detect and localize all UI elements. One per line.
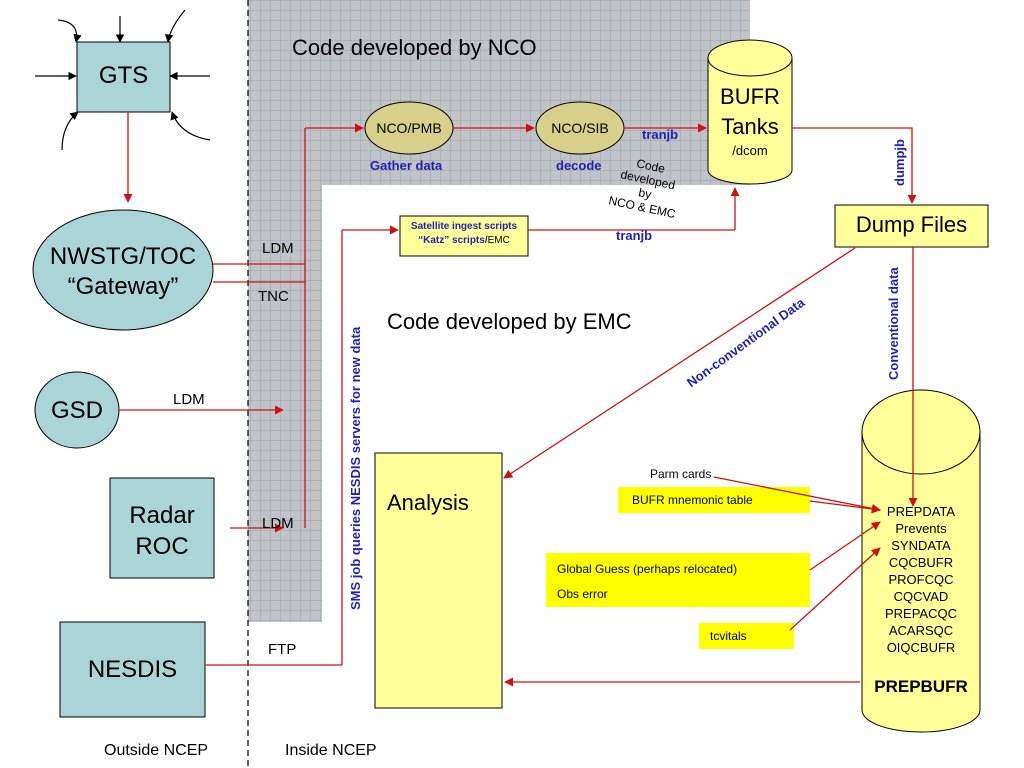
prepbufr-item: PREPACQC bbox=[885, 606, 957, 621]
satellite-katz-text: “Katz” scripts/ bbox=[418, 235, 488, 246]
prepbufr-list: PREPDATA Prevents SYNDATA CQCBUFR PROFCQ… bbox=[862, 503, 980, 656]
parm-cards-label: Parm cards bbox=[650, 467, 712, 481]
dump-files-label: Dump Files bbox=[855, 212, 968, 237]
bufr-mnemonic-label: BUFR mnemonic table bbox=[632, 493, 753, 507]
bufr-tanks-cylinder bbox=[707, 39, 793, 185]
global-guess-box bbox=[546, 553, 810, 607]
nesdis-label: NESDIS bbox=[87, 656, 178, 683]
nco-section-title: Code developed by NCO bbox=[292, 35, 537, 60]
bufr-label-line3: /dcom bbox=[732, 143, 768, 158]
gts-input-arrows bbox=[35, 9, 211, 151]
inside-ncep-label: Inside NCEP bbox=[285, 742, 377, 759]
analysis-label: Analysis bbox=[387, 490, 469, 515]
prepbufr-item: PROFCQC bbox=[888, 572, 954, 587]
gather-data-label: Gather data bbox=[370, 158, 443, 173]
analysis-box bbox=[374, 452, 503, 709]
dump-files-box bbox=[834, 204, 989, 248]
bufr-label-line2: Tanks bbox=[721, 114, 779, 139]
decode-label: decode bbox=[556, 158, 602, 173]
radar-label-line1: Radar bbox=[129, 502, 195, 529]
prepbufr-item: SYNDATA bbox=[891, 538, 951, 553]
outside-ncep-label: Outside NCEP bbox=[104, 742, 209, 759]
satellite-emc-text: EMC bbox=[487, 235, 510, 246]
ldm-gsd-label: LDM bbox=[173, 391, 205, 408]
radar-box bbox=[109, 477, 215, 579]
prepbufr-item: CQCBUFR bbox=[888, 555, 954, 570]
ftp-label: FTP bbox=[268, 641, 297, 658]
dumpjb-label: dumpjb bbox=[892, 139, 907, 186]
satellite-label-line2: “Katz” scripts/EMC bbox=[400, 235, 528, 246]
prepbufr-item: ACARSQC bbox=[888, 623, 954, 638]
emc-section-title: Code developed by EMC bbox=[387, 309, 632, 334]
bufr-mnemonic-box bbox=[618, 487, 810, 513]
tnc-label: TNC bbox=[258, 288, 289, 305]
prepbufr-item: Prevents bbox=[895, 521, 947, 536]
nwstg-label-line1: NWSTG/TOC bbox=[49, 243, 197, 270]
gts-label: GTS bbox=[98, 62, 149, 89]
radar-label-line2: ROC bbox=[135, 533, 189, 560]
nwstg-ellipse bbox=[32, 209, 214, 331]
prepbufr-title: PREPBUFR bbox=[874, 677, 968, 696]
gts-box bbox=[76, 41, 171, 113]
ldm-top-label: LDM bbox=[262, 240, 294, 257]
obs-error-label: Obs error bbox=[557, 587, 608, 601]
global-guess-label: Global Guess (perhaps relocated) bbox=[557, 562, 738, 576]
sms-job-label: SMS job queries NESDIS servers for new d… bbox=[348, 326, 363, 610]
flow-arrows bbox=[119, 112, 918, 687]
satellite-box bbox=[399, 215, 529, 257]
gsd-label: GSD bbox=[50, 397, 103, 424]
nesdis-box bbox=[59, 621, 206, 718]
ldm-radar-label: LDM bbox=[262, 515, 294, 532]
nco-region bbox=[248, 0, 750, 622]
tcvitals-box bbox=[699, 623, 794, 649]
bufr-label-line1: BUFR bbox=[720, 84, 780, 109]
satellite-label-line1: Satellite ingest scripts bbox=[410, 221, 518, 232]
prepbufr-cylinder bbox=[861, 389, 981, 733]
tranjb-top-label: tranjb bbox=[642, 127, 679, 142]
prepbufr-item: CQCVAD bbox=[893, 589, 949, 604]
tcvitals-label: tcvitals bbox=[710, 629, 747, 643]
prepbufr-item: PREPDATA bbox=[886, 504, 956, 519]
tranjb-bottom-label: tranjb bbox=[616, 228, 653, 243]
prepbufr-item: OIQCBUFR bbox=[886, 640, 956, 655]
nco-pmb-label: NCO/PMB bbox=[376, 120, 442, 136]
conventional-data-label: Conventional data bbox=[886, 267, 901, 380]
nwstg-label-line2: “Gateway” bbox=[67, 273, 179, 300]
nco-sib-label: NCO/SIB bbox=[551, 120, 609, 136]
